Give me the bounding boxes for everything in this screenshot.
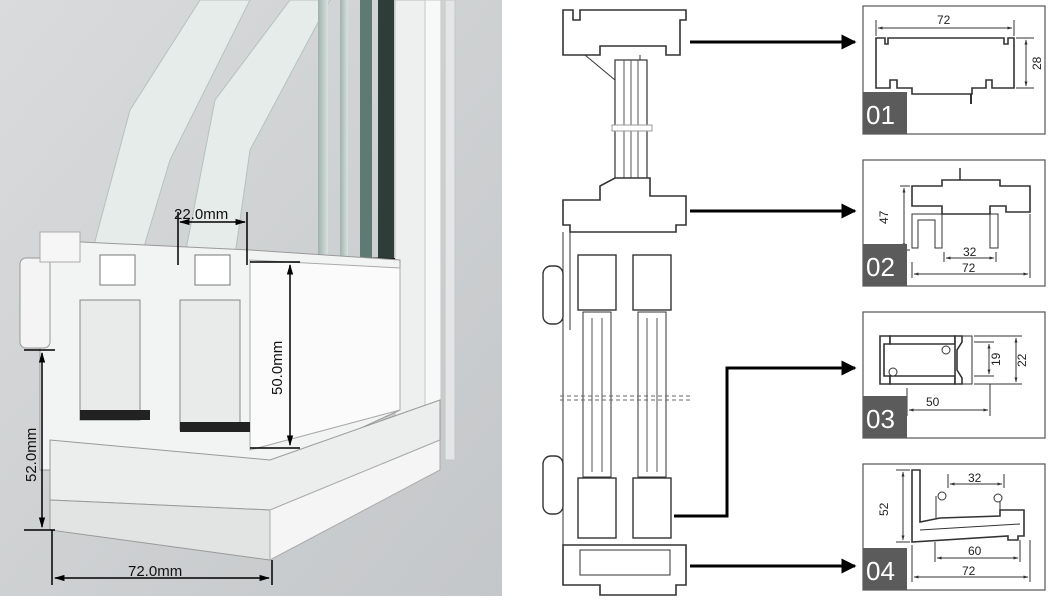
profile-photo: 22.0mm 50.0mm 52.0mm 72.0mm — [0, 0, 502, 596]
detail-02-dim-height: 47 — [877, 210, 891, 224]
dim-top-width: 22.0mm — [174, 206, 248, 265]
detail-01-dim-height: 28 — [1030, 56, 1044, 70]
detail-04-dim-width: 72 — [962, 564, 976, 578]
detail-04-dim-height: 52 — [877, 502, 891, 516]
detail-02-dim-inner: 32 — [963, 245, 977, 259]
dim-bottom-width-label: 72.0mm — [128, 563, 182, 580]
cross-section-drawing — [542, 9, 690, 596]
detail-04-badge: 04 — [866, 556, 895, 586]
detail-03-dim-height: 22 — [1015, 353, 1029, 367]
dim-bottom-width: 72.0mm — [51, 530, 273, 585]
detail-01-dim-width: 72 — [937, 13, 951, 27]
dim-height-right-label: 50.0mm — [269, 341, 286, 395]
detail-box-01: 72 28 01 — [862, 5, 1046, 135]
detail-03-badge: 03 — [866, 404, 895, 434]
leader-arrows — [674, 34, 857, 574]
detail-04-dim-top: 32 — [968, 471, 982, 485]
detail-02-dim-width: 72 — [962, 261, 976, 275]
detail-01-badge: 01 — [866, 100, 895, 130]
detail-box-02: 47 32 72 02 — [862, 159, 1046, 287]
dim-top-width-label: 22.0mm — [174, 206, 228, 223]
detail-03-dim-inner: 19 — [989, 352, 1003, 366]
detail-02-badge: 02 — [866, 252, 895, 282]
detail-04-dim-inner: 60 — [968, 544, 982, 558]
dim-height-left: 52.0mm — [23, 349, 55, 531]
detail-box-03: 19 22 50 03 — [862, 311, 1046, 439]
detail-box-04: 32 52 60 72 04 — [862, 463, 1046, 591]
detail-03-dim-width: 50 — [926, 395, 940, 409]
dim-height-right: 50.0mm — [250, 261, 300, 449]
dim-height-left-label: 52.0mm — [23, 428, 40, 482]
